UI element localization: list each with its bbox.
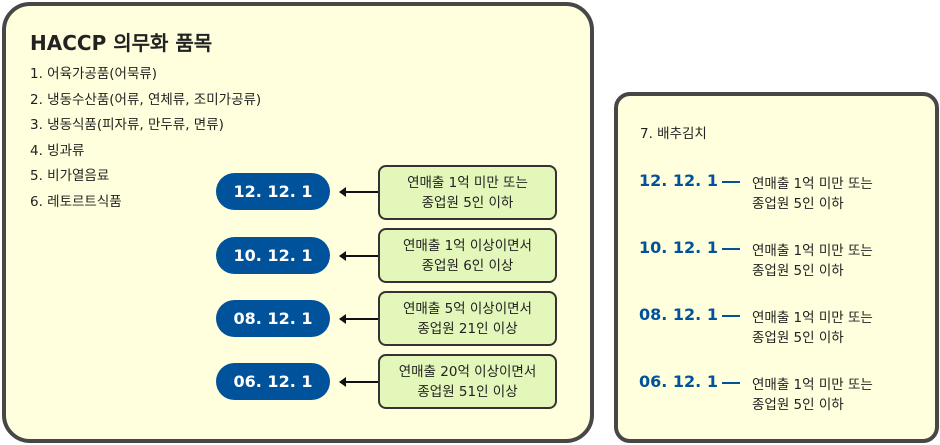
kimchi-title: 7. 배추김치 [640,126,707,142]
criteria-line: 연매출 1억 이상이면서 [403,237,532,254]
criteria-line: 종업원 51인 이상 [417,383,518,400]
arrow-left-icon [339,314,378,324]
criteria-line: 종업원 5인 이하 [752,330,844,346]
criteria-line: 종업원 5인 이하 [752,397,844,413]
criteria-line: 종업원 21인 이상 [417,320,518,337]
criteria-line: 종업원 6인 이상 [421,257,514,274]
date-pill: 06. 12. 1 [216,363,330,400]
list-item: 6. 레토르트식품 [30,193,122,210]
date-pill: 10. 12. 1 [216,237,330,274]
panel-title: HACCP 의무화 품목 [30,31,213,55]
criteria-line: 연매출 1억 미만 또는 [752,377,873,393]
date-label: 10. 12. 1 [639,238,718,257]
arrow-left-icon [339,377,378,387]
criteria-line: 종업원 5인 이하 [752,263,844,279]
criteria-line: 연매출 1억 미만 또는 [407,174,528,191]
date-label: 08. 12. 1 [639,305,718,324]
criteria-line: 연매출 20억 이상이면서 [398,363,537,380]
date-pill: 08. 12. 1 [216,300,330,337]
dash-icon [722,382,740,384]
date-label: 06. 12. 1 [639,372,718,391]
date-label: 12. 12. 1 [639,171,718,190]
list-item: 1. 어육가공품(어묵류) [30,66,158,82]
criteria-line: 종업원 5인 이하 [752,196,844,212]
list-item: 4. 빙과류 [30,142,85,159]
criteria-line: 연매출 5억 이상이면서 [403,300,532,317]
criteria-line: 연매출 1억 미만 또는 [752,176,873,192]
list-item: 5. 비가열음료 [30,168,110,184]
date-pill: 12. 12. 1 [216,173,330,210]
arrow-left-icon [339,187,378,197]
dash-icon [722,248,740,250]
item-list: 1. 어육가공품(어묵류) 2. 냉동수산품(어류, 연체류, 조미가공류) 3… [30,62,261,215]
list-item: 2. 냉동수산품(어류, 연체류, 조미가공류) [30,91,262,108]
dash-icon [722,315,740,317]
dash-icon [722,181,740,183]
kimchi-panel [614,92,939,443]
criteria-line: 종업원 5인 이하 [421,194,514,211]
criteria-line: 연매출 1억 미만 또는 [752,243,873,259]
list-item: 3. 냉동식품(피자류, 만두류, 면류) [30,117,224,133]
arrow-left-icon [339,251,378,261]
criteria-line: 연매출 1억 미만 또는 [752,310,873,326]
